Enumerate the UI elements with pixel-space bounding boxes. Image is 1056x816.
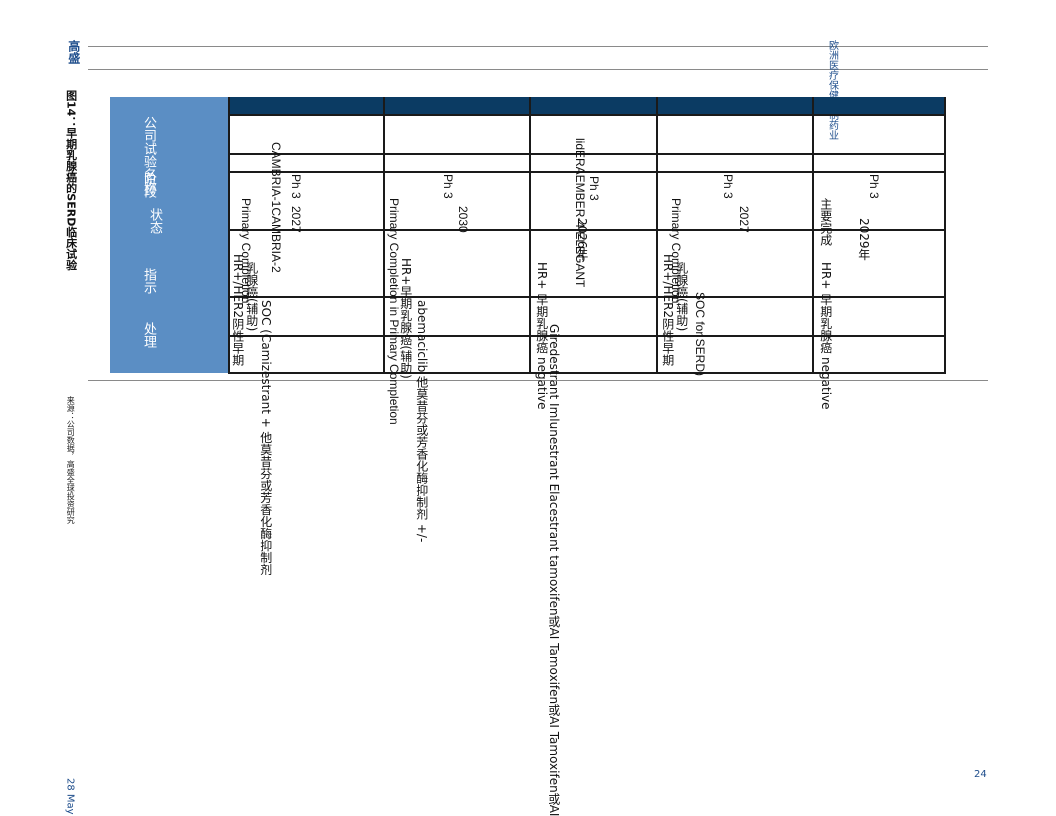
header-company: 公司 [140, 116, 156, 142]
row3-indication: HR+ 早期乳腺癌 negative [534, 262, 549, 410]
grid-line [228, 153, 946, 155]
grid-line [228, 335, 946, 337]
figure-title: 图14：早期乳腺癌的SERD临床试验 [64, 90, 78, 271]
table-row-header-column [110, 97, 228, 373]
row1-indication-note: 乳腺癌(辅助) [244, 262, 259, 332]
row4-status: 2027 [736, 206, 751, 233]
grid-line [228, 97, 230, 374]
grid-line [944, 97, 946, 374]
grid-line [228, 229, 946, 231]
row3-stage: Ph 3 [586, 176, 601, 201]
row2-indication: HR+早期乳腺癌(辅助) [398, 258, 413, 379]
grid-line [529, 97, 531, 374]
row1-status: 2027 [288, 206, 303, 233]
row1-indication: HR+/HER2阴性早期 [230, 254, 245, 367]
row1-trial: CAMBRIA-1CAMBRIA-2 [268, 142, 283, 273]
row2-status-note: Primary Completion in Primary Completion [386, 198, 401, 425]
top-rule [88, 46, 988, 47]
row1-treatment: SOC (Camizestrant + 他莫昔芬或芳香化酶抑制剂 [258, 300, 273, 576]
row4-status-note: Primary Completion [668, 198, 683, 304]
header-indication: 指示 [140, 268, 156, 294]
row2-status: 2030 [455, 206, 470, 233]
header-treatment: 处理 [140, 322, 156, 348]
row3-trial: lidERAEMBER-4 ELEGANT [572, 138, 587, 288]
row5-indication: HR+ 早期乳腺癌 negative [818, 262, 833, 410]
table-header-band [228, 97, 946, 114]
header-stage: 阶段 [140, 172, 156, 198]
grid-line [383, 97, 385, 374]
brand-logo-text: 高盛 [66, 40, 81, 64]
row4-indication: HR+/HER2阴性早期 [660, 254, 675, 367]
grid-line [228, 296, 946, 298]
header-status: 状态 [146, 208, 162, 234]
row4-treatment: SOC for SERD) [692, 292, 707, 377]
page-number: 24 [974, 769, 987, 780]
header-rule [88, 69, 988, 70]
row5-status: 2029年 [856, 218, 871, 261]
row3-status: 2026年 [574, 218, 589, 261]
grid-line [228, 171, 946, 173]
grid-line [228, 114, 946, 116]
row4-stage: Ph 3 [720, 174, 735, 199]
report-date: 28 May [64, 778, 76, 815]
header-trial-name: 试验名称 [140, 142, 156, 194]
grid-line [812, 97, 814, 374]
row2-treatment: abemaciclib 他莫昔芬或芳香化酶抑制剂 +/- [414, 300, 429, 543]
grid-line [228, 372, 946, 374]
row3-treatment: Giredestrant Imlunestrant Elacestrant ta… [546, 324, 561, 816]
row5-status-note: 主要完成 [818, 198, 833, 246]
sector-label: 欧洲医疗保健：制药业 [826, 40, 838, 140]
source-note: 来源：公司数据，高盛全球投资研究 [66, 396, 76, 524]
row1-status-note: Primary Completion [238, 198, 253, 304]
grid-line [656, 97, 658, 374]
row1-stage: Ph 3 [288, 174, 303, 199]
table-bottom-rule [88, 380, 988, 381]
row4-indication-note: 乳腺癌(辅助) [674, 262, 689, 332]
row2-stage: Ph 3 [440, 174, 455, 199]
row5-stage: Ph 3 [866, 174, 881, 199]
